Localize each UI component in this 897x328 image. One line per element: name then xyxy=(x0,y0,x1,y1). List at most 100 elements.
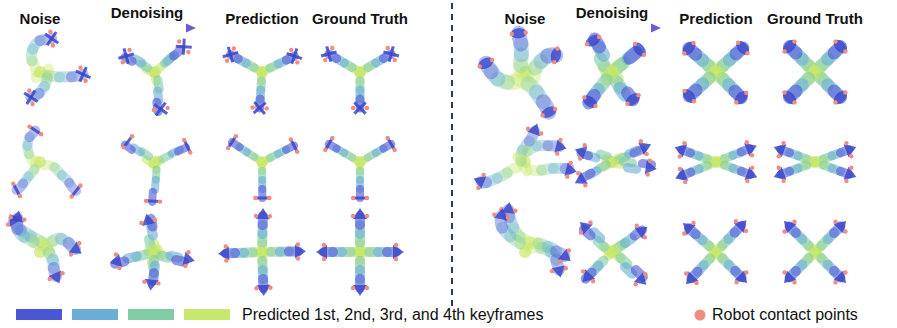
keyframe-pose xyxy=(178,148,186,152)
keyframe-swatch xyxy=(184,309,230,320)
contact-point xyxy=(564,266,568,270)
cap-marker xyxy=(831,88,849,106)
contact-point xyxy=(540,113,544,117)
contact-point xyxy=(385,46,389,50)
contact-point xyxy=(576,171,580,175)
keyframe-pose xyxy=(617,63,624,69)
contact-point xyxy=(843,90,847,94)
contact-point xyxy=(27,124,31,128)
column-header: Noise xyxy=(20,10,61,27)
contact-point xyxy=(792,100,796,104)
contact-point xyxy=(83,79,87,83)
contact-point xyxy=(792,39,796,43)
keyframe-pose xyxy=(584,173,592,177)
contact-point xyxy=(295,60,299,64)
contact-point xyxy=(268,285,272,289)
contact-point xyxy=(289,137,293,141)
contact-point xyxy=(296,256,300,260)
shape-cell xyxy=(110,214,195,291)
cap-marker xyxy=(680,87,698,106)
contact-point xyxy=(581,269,585,273)
contact-point xyxy=(122,145,126,149)
contact-point xyxy=(833,100,837,104)
shape-cell xyxy=(579,220,648,286)
contact-point xyxy=(365,196,369,200)
contact-point xyxy=(490,58,494,62)
keyframe-swatch xyxy=(16,309,62,320)
contact-point xyxy=(782,90,786,94)
contact-point xyxy=(745,140,749,144)
contact-point xyxy=(781,179,785,183)
contact-point xyxy=(78,66,82,70)
contact-point xyxy=(750,153,754,157)
shape-cell xyxy=(316,208,404,296)
contact-point xyxy=(558,138,562,142)
shape-cell xyxy=(11,124,83,198)
keyframe-pose xyxy=(609,249,615,255)
contact-point xyxy=(225,59,229,63)
shape-cell xyxy=(682,219,749,285)
contact-point xyxy=(69,252,73,256)
shape-cells xyxy=(6,27,856,296)
contact-point xyxy=(322,257,326,261)
contact-point xyxy=(142,280,146,284)
triangle-marker xyxy=(295,244,306,258)
contact-point xyxy=(226,146,230,150)
contact-point xyxy=(330,136,334,140)
contact-point xyxy=(578,156,582,160)
contact-point xyxy=(268,214,272,218)
contact-point xyxy=(744,229,748,233)
cross-marker xyxy=(183,39,184,55)
cap-marker xyxy=(631,40,649,59)
contact-point xyxy=(182,138,186,142)
contact-point xyxy=(683,180,687,184)
contact-point xyxy=(582,95,586,99)
contact-point xyxy=(183,264,187,268)
contact-point xyxy=(692,99,696,103)
shape-cell xyxy=(226,134,300,200)
contact-point xyxy=(186,250,190,254)
contact-point xyxy=(844,141,848,145)
keyframe-swatch xyxy=(128,309,174,320)
contact-point xyxy=(639,139,643,143)
contact-point xyxy=(365,286,369,290)
contact-point xyxy=(745,51,749,55)
contact-point xyxy=(552,60,556,64)
contact-point xyxy=(843,270,847,274)
contact-point xyxy=(351,196,355,200)
keyframe-swatch xyxy=(72,309,118,320)
triangle-marker xyxy=(256,285,270,296)
contact-point xyxy=(567,248,571,252)
contact-point xyxy=(569,161,573,165)
shape-cell xyxy=(782,219,847,284)
contact-point xyxy=(694,281,698,285)
shape-cell xyxy=(6,211,82,284)
shape-cell xyxy=(581,32,649,110)
shape-cell xyxy=(675,140,758,184)
shape-cell xyxy=(476,27,562,120)
contact-point xyxy=(392,148,396,152)
contact-point xyxy=(30,102,34,106)
legend-swatch xyxy=(695,310,706,321)
cross-marker xyxy=(118,54,133,58)
contact-point xyxy=(253,196,257,200)
cap-marker xyxy=(584,32,603,49)
contact-point xyxy=(625,102,629,106)
shape-cell xyxy=(122,134,193,204)
contact-point xyxy=(843,49,847,53)
keyframe-pose xyxy=(627,168,636,169)
column-header: Ground Truth xyxy=(767,10,863,27)
shape-cell xyxy=(24,29,90,106)
contact-point xyxy=(833,219,837,223)
contact-point xyxy=(643,272,647,276)
shape-cell xyxy=(321,46,399,114)
contact-point xyxy=(734,100,738,104)
contact-point xyxy=(593,104,597,108)
contact-point xyxy=(636,93,640,97)
contact-point xyxy=(177,39,181,43)
contact-point xyxy=(634,282,638,286)
contact-point xyxy=(232,46,236,50)
triangle-marker xyxy=(634,227,647,239)
triangle-marker xyxy=(638,142,651,155)
